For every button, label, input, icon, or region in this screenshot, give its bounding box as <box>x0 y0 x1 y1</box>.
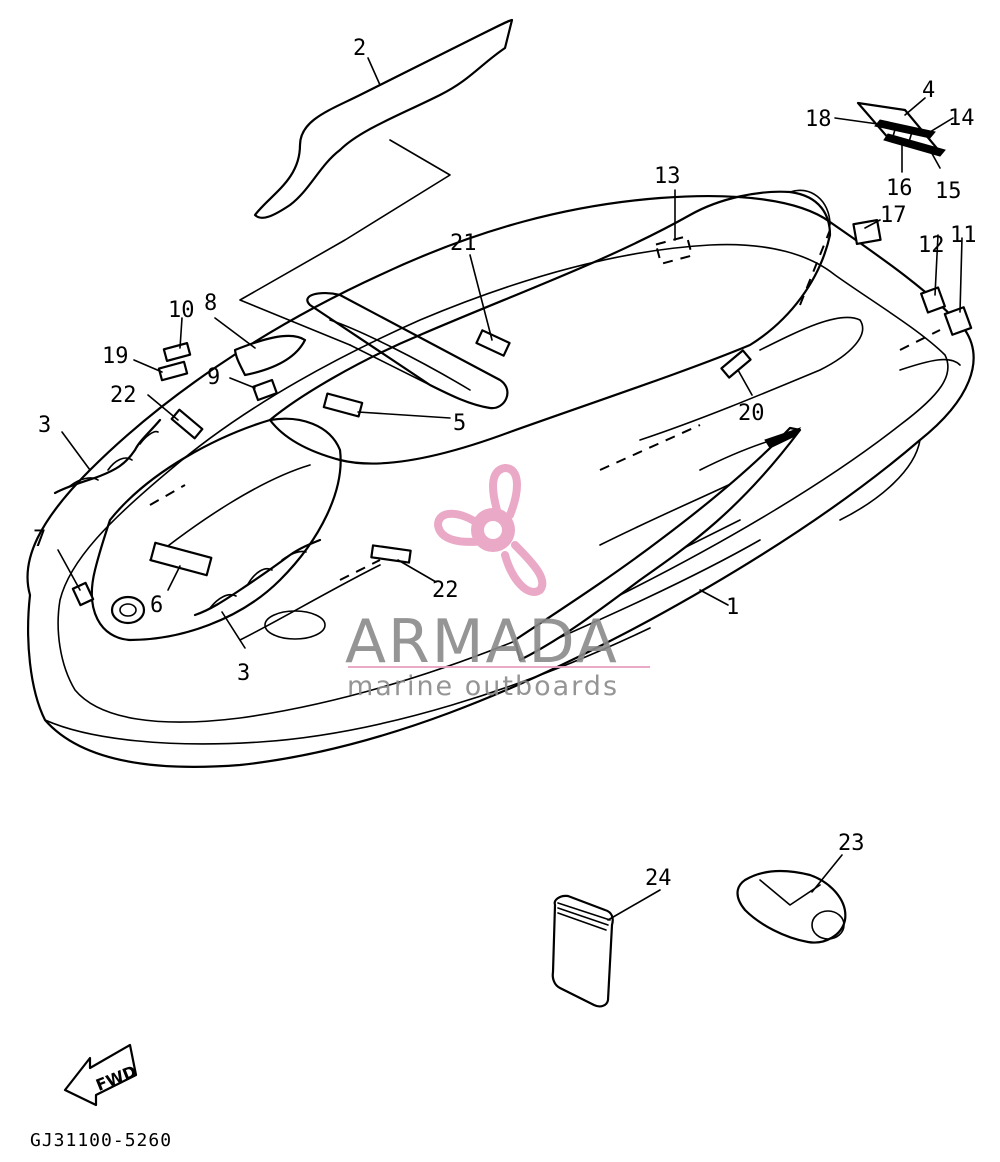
decal-12 <box>920 286 946 314</box>
callout-24: 24 <box>645 866 672 891</box>
callout-5: 5 <box>453 411 466 436</box>
callout-19: 19 <box>102 344 129 369</box>
callout-17: 17 <box>880 203 907 228</box>
callout-7: 7 <box>33 527 46 552</box>
decal-22-upper <box>170 408 204 440</box>
callout-3-upper: 3 <box>38 413 51 438</box>
callout-numbers: 2 4 14 18 16 15 13 17 12 11 21 10 8 19 9… <box>33 36 977 891</box>
callout-8: 8 <box>204 291 217 316</box>
small-decals <box>53 101 973 662</box>
callout-20: 20 <box>738 401 765 426</box>
decal-2-seat-stripe <box>239 18 514 346</box>
armada-watermark: ARMADA marine outboards <box>345 463 650 702</box>
watermark-tagline: marine outboards <box>347 671 619 702</box>
decal-16 <box>891 125 913 146</box>
callout-1: 1 <box>726 595 739 620</box>
callout-13: 13 <box>654 164 681 189</box>
decal-10 <box>162 341 192 363</box>
callout-18: 18 <box>805 107 832 132</box>
decal-3-upper-script <box>53 418 162 495</box>
decal-17 <box>852 218 882 246</box>
callout-11: 11 <box>950 223 977 248</box>
callout-4: 4 <box>922 78 935 103</box>
callout-16: 16 <box>886 176 913 201</box>
callout-2: 2 <box>353 36 366 61</box>
callout-9: 9 <box>207 365 220 390</box>
callout-22-lower: 22 <box>432 578 459 603</box>
part-code: GJ31100-5260 <box>30 1130 172 1151</box>
callout-3-lower: 3 <box>237 661 250 686</box>
accessory-24-pouch <box>551 894 614 1008</box>
callout-22-upper: 22 <box>110 383 137 408</box>
leader-lines <box>57 57 963 921</box>
decal-13 <box>654 234 694 266</box>
decal-11 <box>943 306 973 336</box>
callout-23: 23 <box>838 831 865 856</box>
callout-14: 14 <box>948 106 975 131</box>
decal-5 <box>322 392 364 418</box>
callout-6: 6 <box>150 593 163 618</box>
decal-3-lower-script <box>193 538 322 617</box>
callout-21: 21 <box>450 231 477 256</box>
decal-6 <box>149 541 213 577</box>
decal-7 <box>71 581 95 607</box>
propeller-logo-icon <box>433 463 547 596</box>
callout-10: 10 <box>168 298 195 323</box>
decal-19 <box>157 360 189 382</box>
callout-15: 15 <box>935 179 962 204</box>
decal-20 <box>720 349 752 379</box>
decal-1-side-stripe <box>513 426 802 662</box>
accessory-23-bag <box>736 869 847 944</box>
decal-9 <box>252 378 278 402</box>
callout-12: 12 <box>918 233 945 258</box>
watermark-brand: ARMADA <box>345 607 619 677</box>
fwd-arrow: FWD <box>63 1043 139 1107</box>
decal-22-lower <box>370 544 412 564</box>
decal-21 <box>475 329 511 357</box>
